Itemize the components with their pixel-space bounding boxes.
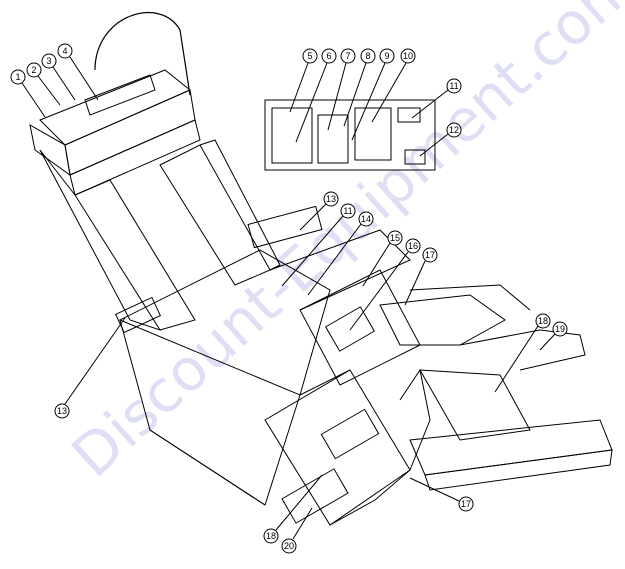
- svg-text:15: 15: [390, 233, 400, 243]
- svg-text:13: 13: [326, 194, 336, 204]
- callout-1: 1: [10, 69, 46, 118]
- callout-2: 2: [26, 62, 61, 106]
- svg-text:17: 17: [425, 250, 435, 260]
- svg-text:18: 18: [538, 316, 548, 326]
- svg-text:7: 7: [345, 51, 350, 61]
- callout-3: 3: [41, 53, 76, 101]
- svg-text:13: 13: [57, 406, 67, 416]
- svg-text:12: 12: [449, 125, 459, 135]
- callout-11b: 11: [281, 203, 356, 287]
- callout-13b: 13: [54, 317, 126, 419]
- callout-5: 5: [289, 48, 318, 113]
- svg-text:5: 5: [307, 51, 312, 61]
- callout-4: 4: [57, 43, 99, 101]
- svg-text:10: 10: [403, 51, 413, 61]
- callout-18b: 18: [263, 474, 323, 544]
- callout-7: 7: [327, 48, 356, 131]
- svg-text:11: 11: [343, 206, 352, 216]
- svg-text:6: 6: [326, 51, 331, 61]
- svg-text:18: 18: [266, 531, 276, 541]
- callout-17b: 17: [409, 477, 474, 512]
- svg-text:17: 17: [461, 499, 471, 509]
- svg-text:9: 9: [384, 51, 389, 61]
- callout-6: 6: [295, 48, 337, 143]
- callout-18a: 18: [494, 313, 551, 393]
- svg-text:14: 14: [361, 214, 371, 224]
- svg-text:8: 8: [365, 51, 370, 61]
- callout-14: 14: [307, 211, 374, 296]
- svg-text:11: 11: [449, 81, 458, 91]
- callout-16: 16: [349, 238, 421, 331]
- callouts: 1 2 3 4 5 6 7 8 9 10 11 12 13 11 14 15 1…: [10, 43, 568, 554]
- svg-text:2: 2: [31, 65, 36, 75]
- callout-20: 20: [281, 507, 313, 554]
- svg-text:16: 16: [408, 241, 418, 251]
- callout-15: 15: [362, 230, 403, 287]
- svg-text:3: 3: [46, 56, 51, 66]
- svg-text:1: 1: [15, 72, 20, 82]
- callout-10: 10: [371, 48, 416, 123]
- watermark-text: Discount-Equipment.com: [59, 0, 625, 490]
- callout-9: 9: [351, 48, 395, 141]
- svg-text:19: 19: [555, 324, 565, 334]
- svg-text:4: 4: [62, 46, 67, 56]
- callout-11a: 11: [411, 78, 462, 119]
- callout-17a: 17: [404, 247, 438, 306]
- callout-8: 8: [343, 48, 376, 127]
- callout-12: 12: [419, 122, 462, 157]
- callout-13a: 13: [299, 191, 339, 231]
- svg-text:20: 20: [284, 541, 294, 551]
- callout-19: 19: [539, 321, 568, 351]
